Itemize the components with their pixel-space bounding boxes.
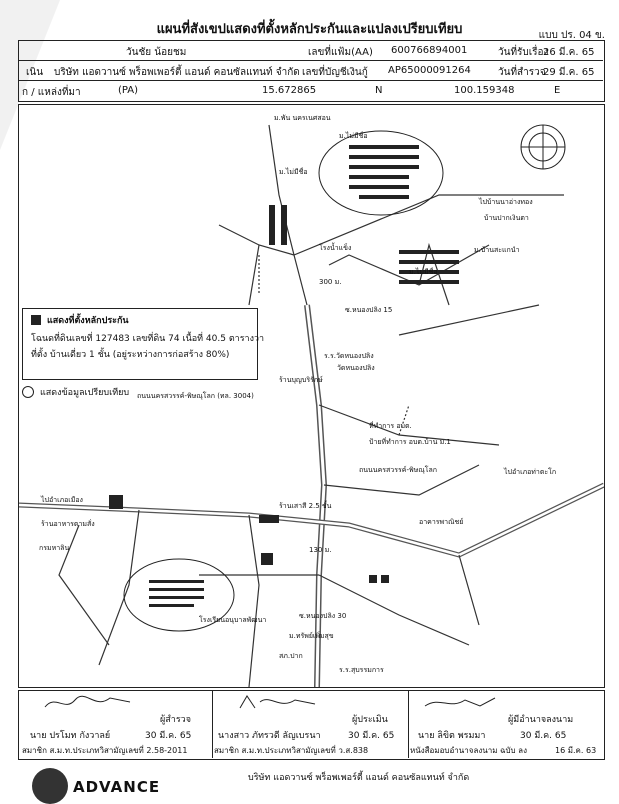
map-drawing — [19, 124, 604, 687]
pa-label: (PA) — [118, 85, 139, 96]
footer-company: บริษัท แอดวานซ์ พร็อพเพอร์ตี้ แอนด์ คอนซ… — [248, 773, 470, 783]
map-label: ป้ายที่ทำการ อบต.บ้าน ม.1 — [369, 438, 451, 446]
form-number: แบบ ปร. 04 ข. — [538, 30, 605, 41]
file-label: เลขที่แฟ้ม(AA) — [308, 47, 373, 58]
map-label: ซ.หนองปลิง 30 — [299, 612, 347, 620]
reviewer-signature-icon — [239, 695, 316, 709]
page-fold — [0, 0, 60, 150]
map-label: ไปอำเภอเมือง — [41, 496, 83, 504]
map-label: ที่ทำการ อบต. — [369, 422, 412, 430]
longitude: 100.159348 — [454, 85, 515, 96]
map-label: ม.พัน นครเนศสอน — [274, 114, 331, 122]
lon-e: E — [554, 85, 561, 96]
row2-prefix: เนิน — [26, 67, 44, 78]
map-label: ไปอำเภอท่าตะโก — [504, 468, 557, 476]
company-name: บริษัท แอดวานซ์ พร็อพเพอร์ตี้ แอนด์ คอนซ… — [54, 67, 300, 78]
receive-date: 26 มี.ค. 65 — [543, 47, 595, 58]
map-label: ซ.หนองปลิง 15 — [345, 306, 393, 314]
map-label: โรงน้ำแข็ง — [319, 244, 352, 252]
legend-compare-title: แสดงข้อมูลเปรียบเทียบ — [40, 388, 130, 398]
approver-role: ผู้มีอำนาจลงนาม — [508, 715, 574, 725]
latitude: 15.672865 — [262, 85, 317, 96]
map-label: วัดหนองปลิง — [337, 364, 375, 372]
location-label: ก / แหล่งที่มา — [22, 87, 81, 98]
reviewer-date: 30 มี.ค. 65 — [348, 731, 395, 741]
header-row-1: วันชัย น้อยชม เลขที่แฟ้ม(AA) 60076689400… — [18, 45, 603, 59]
lat-n: N — [375, 85, 383, 96]
collateral-square-icon — [31, 315, 41, 325]
surveyor-name: นาย ปรโมท กังวาลย์ — [30, 731, 111, 741]
map-label: อาคารพาณิชย์ — [419, 518, 464, 526]
page-title: แผนที่สังเขปแสดงที่ตั้งหลักประกันและแปลง… — [156, 22, 463, 37]
map-label: โรงเรียนอนุบาลพัฒนา — [199, 616, 267, 624]
map-label: ร้านบุญบริรักษ์ — [279, 376, 323, 384]
owner-name: วันชัย น้อยชม — [126, 47, 187, 58]
approver-date: 30 มี.ค. 65 — [520, 731, 567, 741]
header-box — [18, 40, 605, 102]
approver-note-date: 16 มี.ค. 63 — [555, 746, 597, 755]
map-label: ม.ไม่มีชื่อ — [279, 168, 308, 176]
compass-icon — [520, 124, 566, 170]
signature-box — [18, 690, 605, 760]
map-label: ถนนนครสวรรค์-พิษณุโลก — [359, 466, 437, 474]
account-value: AP65000091264 — [388, 65, 471, 76]
map-label: ไปบ้านนาอ่างทอง — [479, 198, 533, 206]
sketch-map: ม.พัน นครเนศสอน ม.ไม่มีชื่อ ม.ไม่มีชื่อ … — [18, 104, 605, 688]
map-label: ร้านเสาสี 2.5 ชั้น — [279, 502, 332, 510]
surveyor-member: สมาชิก ส.ม.ท.ประเภทวิสามัญเลขที่ 2.58-20… — [22, 746, 188, 755]
receive-label: วันที่รับเรื่อง — [498, 47, 549, 58]
map-label: ร้านอาหารตามสั่ง — [41, 520, 95, 528]
map-label: ถนนนครสวรรค์-พิษณุโลก (ทล. 3004) — [137, 392, 254, 400]
reviewer-name: นางสาว ภัทรวดี ลัญเบรนา — [218, 731, 321, 741]
compare-circle-icon — [22, 386, 34, 398]
surveyor-signature-icon — [44, 695, 131, 708]
map-label: ม.ไม่มีชื่อ — [339, 132, 368, 140]
header-row-3: ก / แหล่งที่มา (PA) 15.672865 N 100.1593… — [18, 85, 603, 99]
footer: ADVANCE บริษัท แอดวานซ์ พร็อพเพอร์ตี้ แอ… — [18, 760, 603, 804]
file-value: 600766894001 — [391, 45, 468, 56]
legend-box: แสดงที่ตั้งหลักประกัน โฉนดที่ดินเลขที่ 1… — [22, 308, 264, 380]
map-label: 300 ม. — [319, 278, 342, 286]
map-label: ม.ไม่มีชื่อ — [409, 268, 438, 276]
reviewer-member: สมาชิก ส.ม.ท.ประเภทวิสามัญเลขที่ ว.ส.838 — [214, 746, 369, 755]
approver-signature-icon — [424, 697, 496, 707]
map-label: ม.ทรัพย์เพิ่มสุข — [289, 632, 334, 640]
logo-text: ADVANCE — [73, 778, 161, 796]
survey-date: 29 มี.ค. 65 — [543, 67, 595, 78]
surveyor-role: ผู้สำรวจ — [160, 715, 191, 725]
account-label: เลขที่บัญชีเงินกู้ — [302, 67, 368, 78]
map-label: ม.บ้านสะแกนำ — [474, 246, 520, 254]
approver-name: นาย ลิขิต พรมมา — [418, 731, 486, 741]
approver-note: หนังสือมอบอำนาจลงนาม ฉบับ ลง — [410, 746, 527, 755]
legend-collateral-title: แสดงที่ตั้งหลักประกัน — [47, 316, 129, 326]
legend-line-1: โฉนดที่ดินเลขที่ 127483 เลขที่ดิน 74 เนื… — [31, 334, 265, 344]
legend-line-2: ที่ตั้ง บ้านเดี่ยว 1 ชั้น (อยู่ระหว่างกา… — [31, 350, 230, 360]
map-label: กรมหาลิน — [39, 544, 70, 552]
map-label: สภ.ปาก — [279, 652, 303, 660]
surveyor-date: 30 มี.ค. 65 — [145, 731, 192, 741]
map-label: ร.ร.สุบรรมการ — [339, 666, 384, 674]
reviewer-role: ผู้ประเมิน — [352, 715, 388, 725]
survey-label: วันที่สำรวจ — [498, 67, 546, 78]
map-label: บ้านปากเงินตา — [484, 214, 529, 222]
header-row-2: เนิน บริษัท แอดวานซ์ พร็อพเพอร์ตี้ แอนด์… — [18, 65, 603, 79]
collateral-marker — [261, 553, 273, 565]
map-label: ร.ร.วัดหนองปลิง — [324, 352, 374, 360]
map-label: 130 ม. — [309, 546, 332, 554]
company-logo-icon — [32, 768, 68, 804]
